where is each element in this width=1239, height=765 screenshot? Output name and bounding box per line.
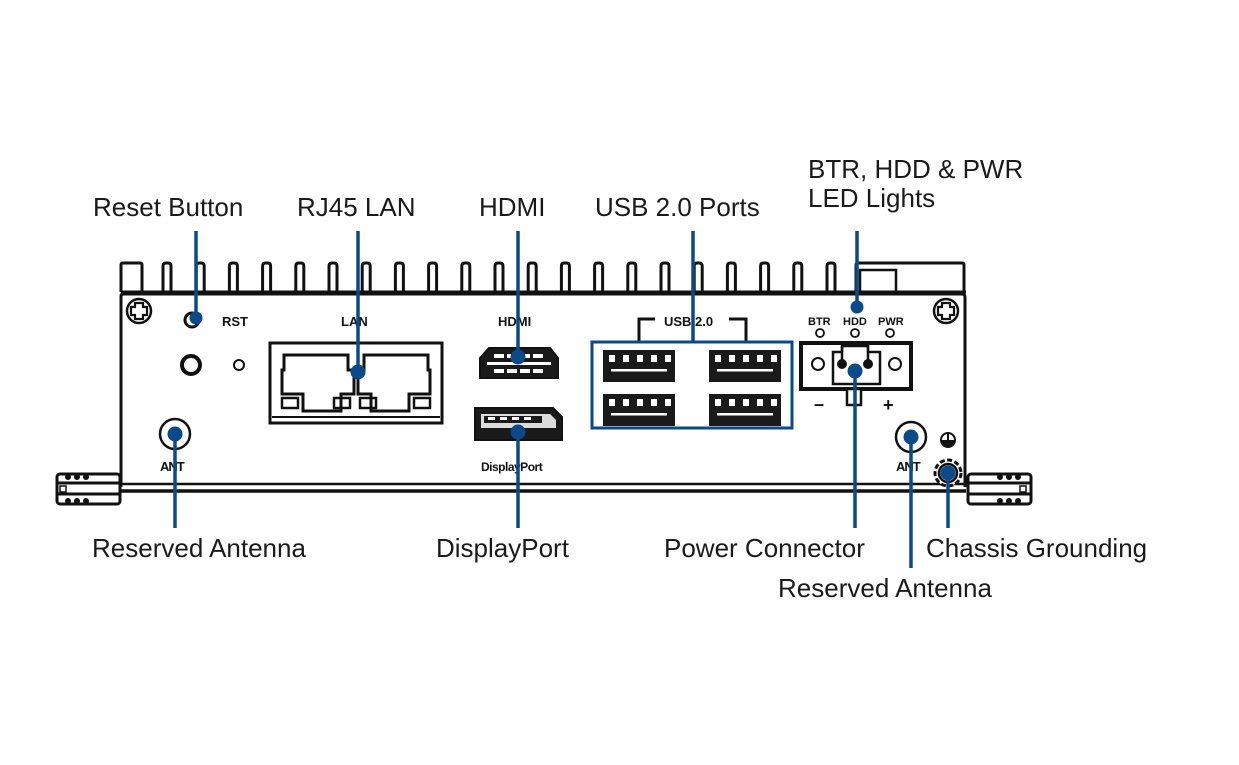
screw-icon-left [125, 297, 153, 325]
btr-led-label: BTR [808, 316, 831, 328]
heatsink-right-block [854, 261, 966, 292]
heatsink-fin [493, 261, 505, 292]
ant-left-label: ANT [160, 459, 185, 474]
heatsink-fin [659, 261, 671, 292]
rst-label: RST [222, 314, 248, 329]
usb-port-4[interactable] [709, 394, 781, 426]
callout-chassis-grounding: Chassis Grounding [926, 533, 1148, 563]
heatsink-fin [393, 261, 405, 292]
btr-led [815, 328, 825, 338]
heatsink-fin [759, 261, 771, 292]
callout-displayport: DisplayPort [436, 533, 569, 563]
heatsink-fin [692, 261, 704, 292]
callout-dot-led [850, 300, 864, 314]
heatsink-left-block [119, 261, 144, 292]
callout-usb-ports: USB 2.0 Ports [595, 192, 760, 222]
callout-hdmi: HDMI [479, 192, 546, 222]
heatsink-fin [161, 261, 173, 292]
heatsink-fin [725, 261, 737, 292]
callout-dot-lan [350, 364, 366, 380]
callout-reserved-antenna-right: Reserved Antenna [778, 573, 992, 603]
callout-led-lights-line1: BTR, HDD & PWR [808, 154, 1024, 184]
callout-reserved-antenna-left: Reserved Antenna [92, 533, 306, 563]
callout-dot-ground [940, 465, 956, 481]
callout-dot-power [847, 363, 863, 379]
power-minus-label: – [814, 394, 824, 414]
callout-dot-displayport [510, 424, 526, 440]
ant-right-label: ANT [896, 459, 921, 474]
heatsink-fin [294, 261, 306, 292]
ground-symbol-icon [940, 432, 956, 448]
displayport-port[interactable] [474, 407, 563, 441]
usb-port-1[interactable] [603, 350, 675, 382]
hdmi-label: HDMI [498, 314, 531, 329]
heatsink-fin [227, 261, 239, 292]
usb-port-3[interactable] [603, 394, 675, 426]
usb-bracket [637, 317, 748, 341]
rj45-port-1[interactable] [280, 353, 356, 413]
screw-icon-right [932, 297, 960, 325]
heatsink-fin [460, 261, 472, 292]
faceplate [119, 292, 967, 487]
pwr-led [885, 328, 895, 338]
heatsink-fins [161, 261, 837, 292]
heatsink-fin [360, 261, 372, 292]
callout-lines [167, 231, 956, 568]
heatsink-fin [559, 261, 571, 292]
hdd-led-label: HDD [843, 316, 867, 328]
hdd-led [850, 328, 860, 338]
usb-port-2[interactable] [709, 350, 781, 382]
callout-dot-ant-right [903, 429, 919, 445]
callout-rj45-lan: RJ45 LAN [297, 192, 416, 222]
callout-reset-button: Reset Button [93, 192, 244, 222]
heatsink-fin [427, 261, 439, 292]
heatsink-right-notch [858, 268, 898, 292]
mount-bracket-left [55, 472, 122, 506]
callout-dot-hdmi [510, 349, 526, 365]
heatsink-fin [327, 261, 339, 292]
callout-dot-reset [189, 311, 203, 325]
callout-power-connector: Power Connector [664, 533, 865, 563]
heatsink-fin [792, 261, 804, 292]
usb-ports [603, 350, 781, 426]
heatsink-fin [626, 261, 638, 292]
usb-label: USB 2.0 [664, 314, 713, 329]
indicator-hole [233, 359, 245, 371]
callout-dot-ant-left [167, 426, 183, 442]
heatsink-fin [526, 261, 538, 292]
heatsink-fin [261, 261, 273, 292]
lan-label: LAN [341, 314, 368, 329]
heatsink-fin [593, 261, 605, 292]
heatsink-fin [825, 261, 837, 292]
pwr-led-label: PWR [878, 316, 904, 328]
rj45-lan-ports[interactable] [268, 341, 444, 425]
displayport-label: DisplayPort [481, 460, 543, 474]
callout-led-lights-line2: LED Lights [808, 183, 936, 213]
rj45-port-2[interactable] [356, 353, 432, 413]
mount-bracket-right [966, 472, 1033, 506]
power-plus-label: + [883, 395, 894, 415]
power-button[interactable] [180, 354, 202, 376]
